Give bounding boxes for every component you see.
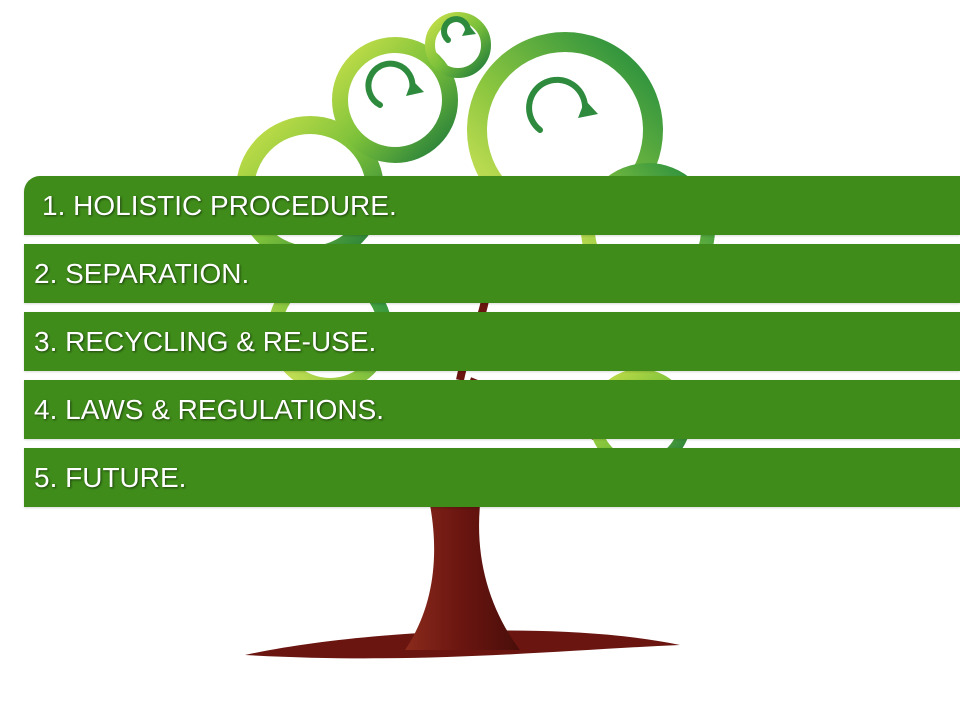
foliage-ring [332, 37, 458, 163]
agenda-item-holistic-procedure[interactable]: 1. HOLISTIC PROCEDURE. [24, 176, 960, 235]
agenda-item-label: 3. RECYCLING & RE-USE. [34, 325, 377, 357]
agenda-item-laws-regulations[interactable]: 4. LAWS & REGULATIONS. [24, 380, 960, 439]
agenda-item-label: 5. FUTURE. [34, 461, 187, 493]
agenda-item-label: 4. LAWS & REGULATIONS. [34, 393, 385, 425]
agenda-item-future[interactable]: 5. FUTURE. [24, 448, 960, 507]
agenda-item-recycling-reuse[interactable]: 3. RECYCLING & RE-USE. [24, 312, 960, 371]
agenda-item-label: 2. SEPARATION. [34, 257, 250, 289]
agenda-item-label: 1. HOLISTIC PROCEDURE. [42, 189, 397, 221]
foliage-ring [425, 12, 491, 78]
tree-trunk [405, 505, 520, 650]
agenda-item-separation[interactable]: 2. SEPARATION. [24, 244, 960, 303]
agenda-list: 1. HOLISTIC PROCEDURE. 2. SEPARATION. 3.… [24, 176, 960, 516]
